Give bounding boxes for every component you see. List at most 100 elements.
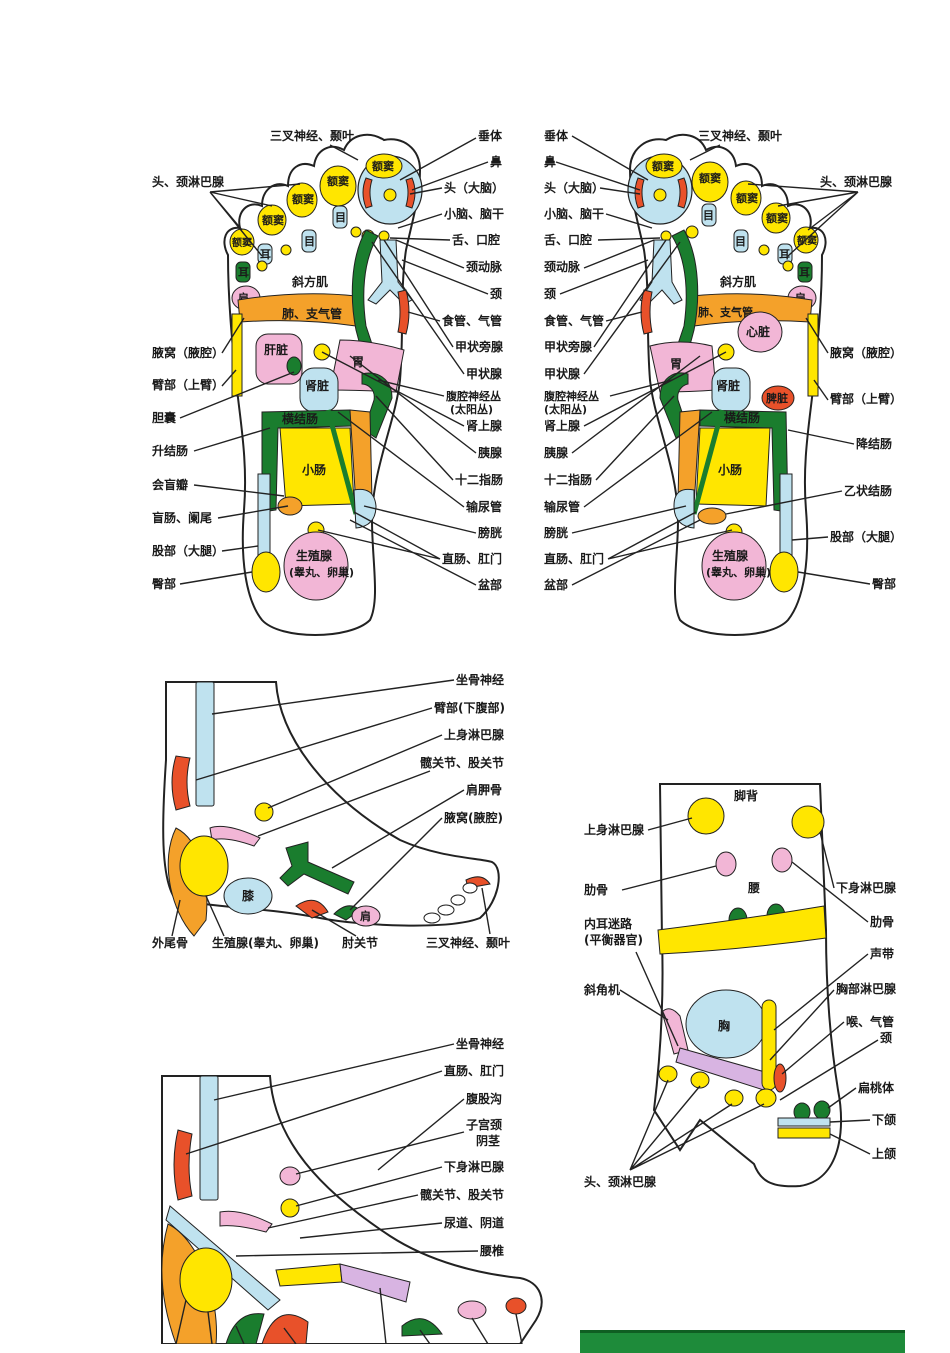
out-lbl-abdomen: 臂部(下腹部) <box>434 700 505 715</box>
right-sole-leaders <box>555 135 871 586</box>
tonsil-r <box>813 1100 831 1120</box>
left-sole-leaders <box>179 137 489 586</box>
toe4-r <box>761 202 791 234</box>
trapezius-left: 斜方肌 <box>291 274 328 289</box>
green-inner-1 <box>225 1313 265 1344</box>
lbl-ascending: 升结肠 <box>152 443 188 458</box>
eye-left-2-label: 目 <box>304 235 315 248</box>
out-lbl-gonad: 生殖腺(睾丸、卵巢) <box>212 935 319 950</box>
dor-lbl-lowerlymph: 下身淋巴腺 <box>836 880 897 895</box>
sinus-big-r-label: 额窦 <box>652 159 674 173</box>
out-lbl-hip: 髋关节、股关节 <box>420 755 504 770</box>
transverse-left-label: 横结肠 <box>282 411 318 426</box>
toe3-r-label: 额窦 <box>736 191 758 205</box>
lbl-cecum: 盲肠、阑尾 <box>152 510 212 525</box>
oblique-band <box>661 1008 689 1055</box>
knee-outer <box>223 877 273 915</box>
r-lbl-nose: 鼻 <box>544 154 556 169</box>
dorsum-leaders <box>619 817 879 1171</box>
r-lbl-sigmoid: 乙状结肠 <box>844 483 892 498</box>
lower-lymph-inner <box>280 1198 300 1218</box>
scapula-outer <box>279 841 355 895</box>
out-lbl-sciatic: 坐骨神经 <box>456 672 504 687</box>
sciatic-bar-inner <box>199 1075 219 1201</box>
gonad-left-label: 生殖腺 <box>296 548 333 563</box>
toe3-left-label: 额窦 <box>292 192 314 206</box>
stomach-r-label: 胃 <box>670 357 682 371</box>
lbl-ureter: 输尿管 <box>466 499 502 514</box>
lbl-thyroid: 甲状腺 <box>466 366 503 381</box>
dorsum-outline <box>652 783 843 1188</box>
toe5-left-label: 额窦 <box>232 236 252 249</box>
out-lbl-elbow: 肘关节 <box>342 935 378 950</box>
pituitary-dot-r <box>653 188 667 202</box>
r-lbl-bladder: 膀胱 <box>543 525 568 540</box>
big-toe-r-red <box>634 177 645 209</box>
kidney-left-label: 肾脏 <box>305 378 329 393</box>
ear-left-2 <box>235 261 251 283</box>
lbl-pancreas: 胰腺 <box>478 445 503 460</box>
lbl-head: 头（大脑） <box>444 180 504 195</box>
dor-lbl-upperjaw: 上颌 <box>872 1146 896 1161</box>
lower-abdomen-outer <box>171 755 191 811</box>
eye-r-1-label: 目 <box>703 209 714 222</box>
rib-left-dorsum <box>715 851 737 877</box>
r-lbl-adrenal: 肾上腺 <box>544 418 581 433</box>
toe4-left <box>257 204 287 236</box>
lbl-celiac: 腹腔神经丛 <box>446 389 501 403</box>
shoulder-outer <box>351 905 381 927</box>
lbl-pelvis: 盆部 <box>477 577 502 592</box>
r-lbl-rectum: 直肠、肛门 <box>544 551 604 566</box>
r-lbl-neck: 颈 <box>543 287 556 301</box>
r-lbl-pituitary: 垂体 <box>544 128 569 143</box>
sigmoid-r <box>697 507 727 525</box>
lbl-cerebellum: 小脑、脑干 <box>444 206 504 221</box>
lbl-esophagus: 食管、气管 <box>441 313 502 328</box>
inner-ear-band <box>657 905 827 955</box>
dor-lbl-vocal: 声带 <box>869 946 894 961</box>
chest-label: 胸 <box>718 1018 730 1033</box>
inner-side-outline <box>161 1075 543 1344</box>
r-lbl-descending: 降结肠 <box>856 436 892 451</box>
dor-lbl-rib: 肋骨 <box>584 882 608 897</box>
ear-left-label: 耳 <box>260 248 271 261</box>
dot-l1 <box>256 260 268 272</box>
r-lbl-celiac: 腹腔神经丛 <box>544 389 599 403</box>
upper-lymph-outer <box>254 802 274 822</box>
r-lbl-lymph: 头、颈淋巴腺 <box>820 174 893 189</box>
knee-outer-label: 膝 <box>242 888 255 903</box>
out-lbl-scapula: 肩胛骨 <box>466 782 502 797</box>
lbl-neck: 颈 <box>489 287 502 301</box>
gonad-r-sub: (睾丸、卵巢) <box>706 565 771 579</box>
lung-r-label: 肺、支气管 <box>698 305 753 319</box>
r-lbl-tongue: 舌、口腔 <box>544 232 592 247</box>
right-sole-diagram: 额窦 额窦 额窦 额窦 额窦 目 目 耳 耳 斜方肌 肩 肺、支气管 心脏 胃 <box>543 128 902 636</box>
lbl-gallbladder: 胆囊 <box>152 410 177 425</box>
bottom-banner <box>580 1330 905 1353</box>
arm-left <box>231 313 243 397</box>
toe3-left <box>286 182 318 218</box>
big-toe-r-red2 <box>677 177 688 209</box>
outer-side-leaders <box>171 679 491 937</box>
lbl-ileocecal: 会盲瓣 <box>152 477 188 492</box>
r-lbl-esophagus: 食管、气管 <box>543 313 604 328</box>
thigh-r <box>779 473 793 559</box>
dorsum-title: 脚背 <box>734 788 758 803</box>
gallbladder-dot <box>286 356 302 376</box>
out-lbl-coccyx: 外尾骨 <box>152 935 188 950</box>
sinus-big-label: 额窦 <box>372 159 394 173</box>
ureter-left <box>325 409 359 515</box>
lung-left-label: 肺、支气管 <box>282 306 342 321</box>
ear-r-2-label: 耳 <box>799 266 810 279</box>
toe3-r <box>730 180 762 216</box>
lbl-hip: 臀部 <box>152 576 176 591</box>
small-intestine-r-label: 小肠 <box>718 462 742 477</box>
ear-r-2 <box>797 261 813 283</box>
big-toe-red2 <box>405 177 416 209</box>
hip-joint-outer <box>209 825 261 847</box>
trapezius-r: 斜方肌 <box>719 274 756 289</box>
lbl-rectum: 直肠、肛门 <box>442 551 502 566</box>
toe4-r-label: 额窦 <box>766 211 788 225</box>
dorsum-diagram: 脚背 腰 胸 上身淋巴腺 肋骨 下身淋巴腺 肋骨 内耳迷路 (平衡器官) 声带 … <box>583 783 897 1189</box>
